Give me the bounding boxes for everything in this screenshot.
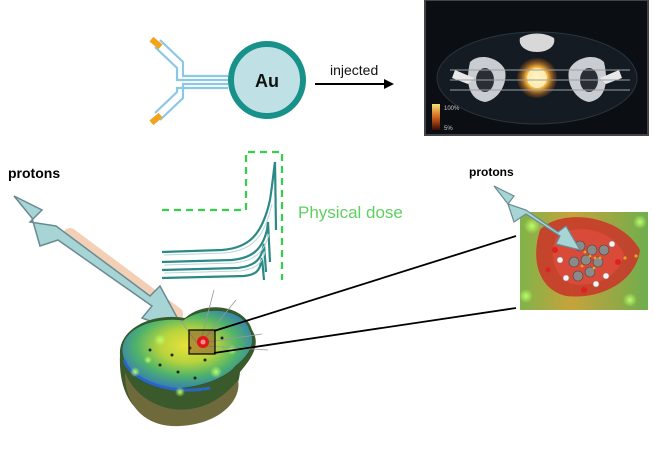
protons-left-label: protons bbox=[8, 165, 60, 181]
molecule-atoms bbox=[545, 236, 638, 293]
injected-label: injected bbox=[330, 62, 378, 78]
dose-dashed-box bbox=[162, 150, 284, 280]
ct-scan-image: 100% 5% bbox=[424, 0, 649, 136]
injected-arrow bbox=[315, 79, 394, 89]
proton-arrow-right bbox=[493, 185, 582, 251]
tumor-3d-model bbox=[119, 289, 269, 427]
zoom-lines bbox=[213, 235, 517, 354]
tumor-hotspots bbox=[130, 334, 237, 397]
target-region-box bbox=[188, 329, 216, 355]
antibody-icon bbox=[149, 36, 228, 126]
gold-nanoparticle-icon: Au bbox=[228, 41, 306, 119]
molecular-zoom-image bbox=[519, 212, 648, 310]
au-label: Au bbox=[255, 71, 279, 91]
bragg-peak-curves bbox=[161, 161, 278, 281]
protons-right-label: protons bbox=[469, 165, 514, 179]
physical-dose-label: Physical dose bbox=[298, 203, 403, 222]
ct-scale-bottom-label: 5% bbox=[444, 126, 453, 132]
ct-scale-top-label: 100% bbox=[444, 106, 460, 112]
proton-arrow-left bbox=[13, 195, 188, 336]
bragg-peak-curves-shadow bbox=[163, 203, 273, 274]
